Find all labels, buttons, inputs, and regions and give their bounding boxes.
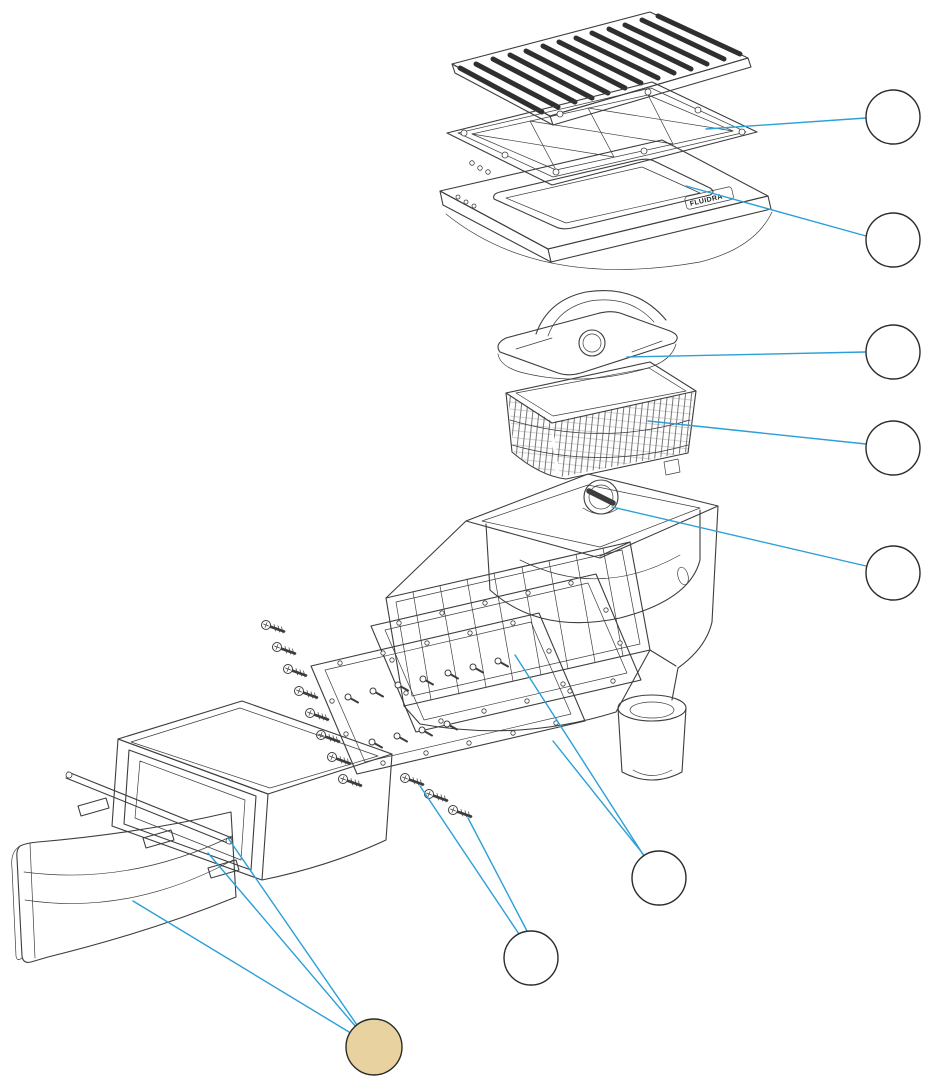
callout-4[interactable] xyxy=(865,420,921,476)
leader-line-7b xyxy=(467,817,528,932)
leader-line-8b xyxy=(207,852,357,1028)
leader-line-6a xyxy=(514,654,645,857)
leader-line-8c xyxy=(132,900,350,1033)
callout-8-highlighted[interactable] xyxy=(345,1018,403,1076)
part-faceplate-extension xyxy=(65,700,393,881)
callout-5[interactable] xyxy=(865,545,921,601)
parts-artwork: FLUIDRA xyxy=(11,11,773,963)
leader-line-6b xyxy=(552,740,648,860)
callout-6[interactable] xyxy=(631,850,687,906)
leader-line-4 xyxy=(647,420,867,445)
callout-7[interactable] xyxy=(503,930,559,986)
part-weir-flap xyxy=(11,811,237,963)
leader-lines xyxy=(132,117,867,1033)
callout-2[interactable] xyxy=(865,212,921,268)
leader-line-5 xyxy=(611,506,867,567)
callout-balloons xyxy=(345,89,921,1076)
part-mounting-collar: FLUIDRA xyxy=(439,139,773,270)
leader-line-1 xyxy=(705,117,867,130)
leader-line-2 xyxy=(685,185,867,237)
part-grate-frame xyxy=(446,81,758,186)
part-debris-basket xyxy=(505,361,697,480)
leader-line-3 xyxy=(626,351,866,358)
part-skimmer-lid xyxy=(497,290,678,380)
part-sealing-gaskets xyxy=(310,573,642,775)
leader-line-7a xyxy=(419,785,520,935)
callout-1[interactable] xyxy=(865,89,921,145)
part-skimmer-body xyxy=(385,473,719,781)
part-regulator-knob xyxy=(582,479,620,515)
callout-3[interactable] xyxy=(865,324,921,380)
leader-line-8a xyxy=(227,837,358,1026)
part-deck-grate-cover xyxy=(451,11,752,126)
